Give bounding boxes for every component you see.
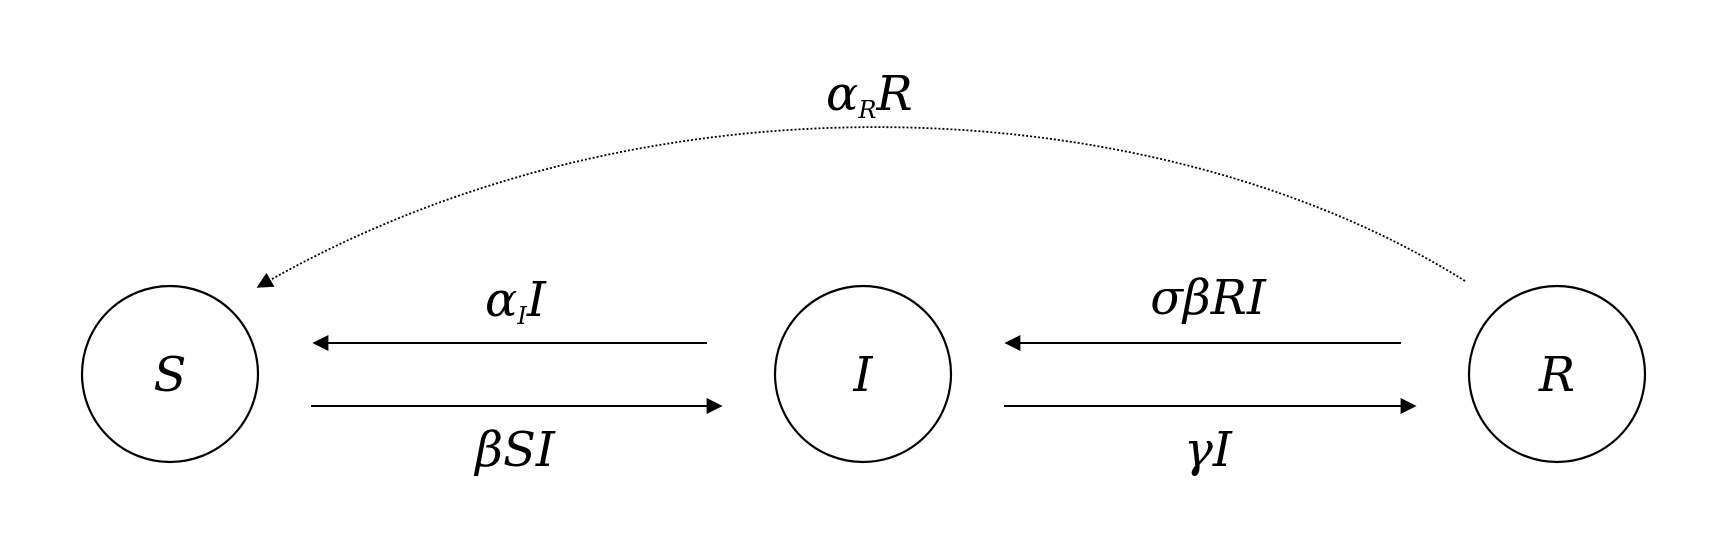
edge-r-to-i-label: σβRI bbox=[1150, 270, 1267, 326]
edge-i-to-r: γI bbox=[1004, 398, 1417, 478]
edge-s-to-i-label: βSI bbox=[473, 422, 556, 478]
edge-r-to-s-label: αRR bbox=[826, 66, 913, 124]
edge-r-to-i: σβRI bbox=[1004, 270, 1401, 351]
node-s-circle bbox=[80, 284, 260, 464]
edge-i-to-s: αII bbox=[312, 272, 707, 351]
node-i-label: I bbox=[853, 347, 874, 403]
edge-r-to-s: αRR bbox=[256, 66, 1466, 288]
edge-r-to-s-symbol: α bbox=[826, 66, 858, 122]
node-i: I bbox=[773, 284, 953, 464]
edge-i-to-s-subscript: I bbox=[516, 302, 527, 330]
edge-i-to-s-label: αII bbox=[485, 272, 547, 330]
node-s-label: S bbox=[154, 347, 187, 403]
edge-s-to-i: βSI bbox=[311, 398, 723, 478]
edge-i-to-s-term: I bbox=[526, 272, 547, 328]
edge-r-to-s-term: R bbox=[876, 66, 913, 122]
edge-i-to-s-symbol: α bbox=[485, 272, 517, 328]
node-s: S bbox=[80, 284, 260, 464]
node-r: R bbox=[1467, 284, 1647, 464]
node-r-label: R bbox=[1538, 347, 1575, 403]
edge-r-to-s-arrow bbox=[256, 126, 1466, 288]
edge-i-to-r-label: γI bbox=[1184, 422, 1233, 478]
node-r-circle bbox=[1467, 284, 1647, 464]
edge-r-to-s-subscript: R bbox=[857, 96, 876, 124]
node-i-circle bbox=[773, 284, 953, 464]
